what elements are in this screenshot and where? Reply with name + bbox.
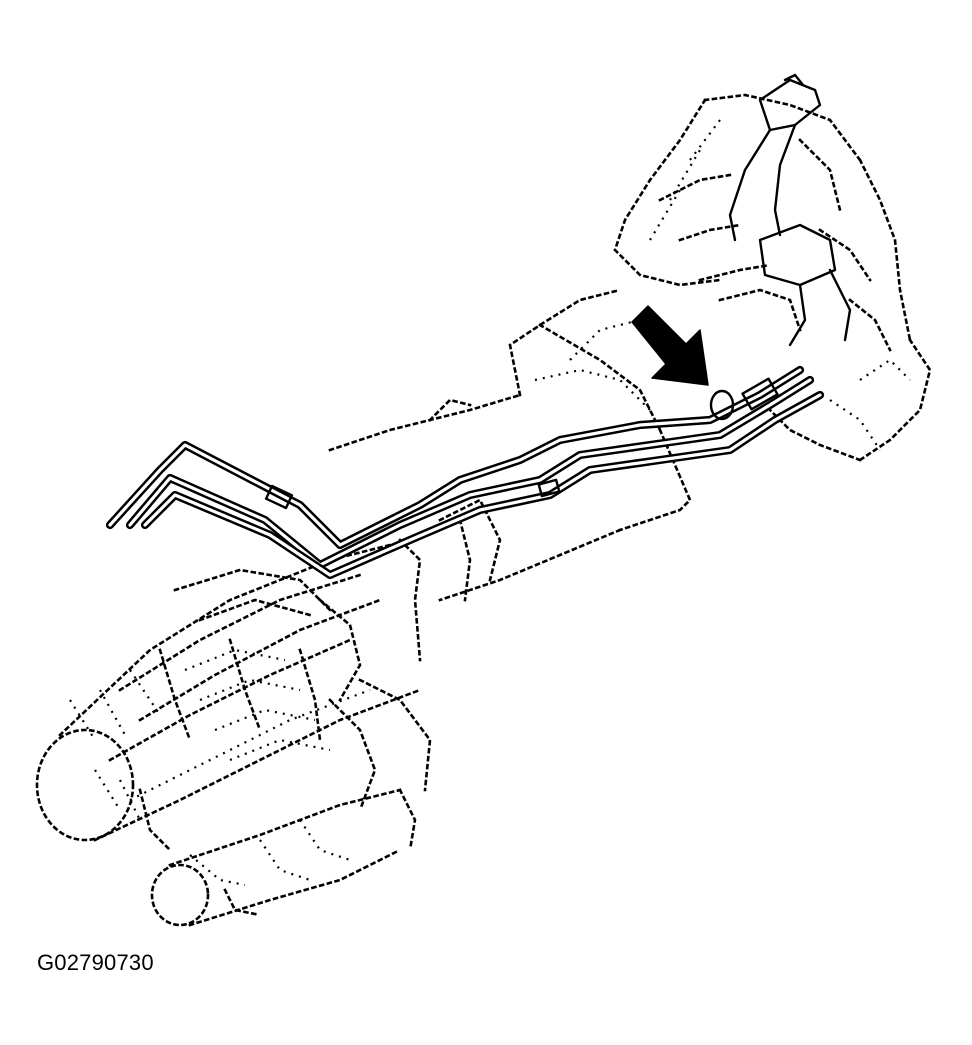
filler-neck — [728, 73, 852, 347]
fuel-lines — [105, 365, 825, 580]
body-tunnel-outline — [328, 288, 692, 662]
arrow-pointer-icon — [631, 305, 709, 386]
figure-id-label: G02790730 — [37, 950, 154, 975]
engine-outline — [35, 538, 432, 927]
